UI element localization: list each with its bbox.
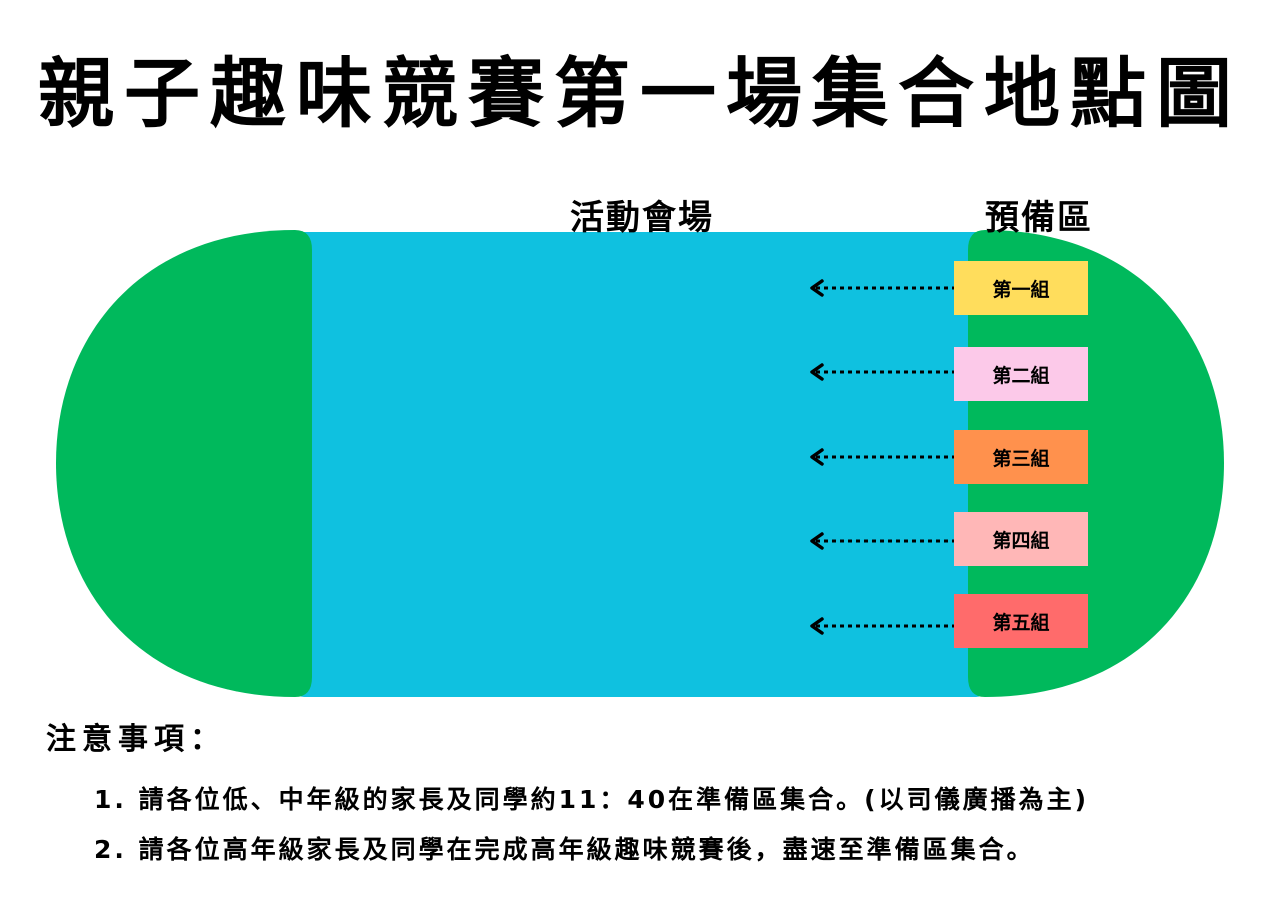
group-3-label: 第三組	[992, 447, 1050, 470]
arrow-left-icon	[810, 448, 954, 466]
arrow-left-icon	[810, 532, 954, 550]
page-title: 親子趣味競賽第一場集合地點圖	[38, 49, 1242, 138]
group-2-label: 第二組	[992, 364, 1050, 387]
group-4-badge: 第四組	[954, 512, 1088, 566]
group-1-label: 第一組	[992, 278, 1050, 301]
left-end-zone	[56, 230, 312, 697]
arrow-left-icon	[810, 279, 954, 297]
group-4-label: 第四組	[992, 529, 1050, 552]
prep-area-label: 預備區	[985, 198, 1093, 238]
notes-heading: 注意事項：	[46, 722, 226, 757]
group-1-badge: 第一組	[954, 261, 1088, 315]
activity-field	[290, 232, 990, 697]
note-item: 1. 請各位低、中年級的家長及同學約11：40在準備區集合。(以司儀廣播為主)	[94, 785, 1090, 814]
group-5-badge: 第五組	[954, 594, 1088, 648]
arrow-left-icon	[810, 363, 954, 381]
group-2-badge: 第二組	[954, 347, 1088, 401]
right-end-zone	[968, 230, 1224, 697]
venue-label: 活動會場	[570, 198, 714, 238]
arrow-left-icon	[810, 617, 954, 635]
group-5-label: 第五組	[992, 611, 1050, 634]
note-item: 2. 請各位高年級家長及同學在完成高年級趣味競賽後，盡速至準備區集合。	[94, 835, 1035, 864]
group-3-badge: 第三組	[954, 430, 1088, 484]
